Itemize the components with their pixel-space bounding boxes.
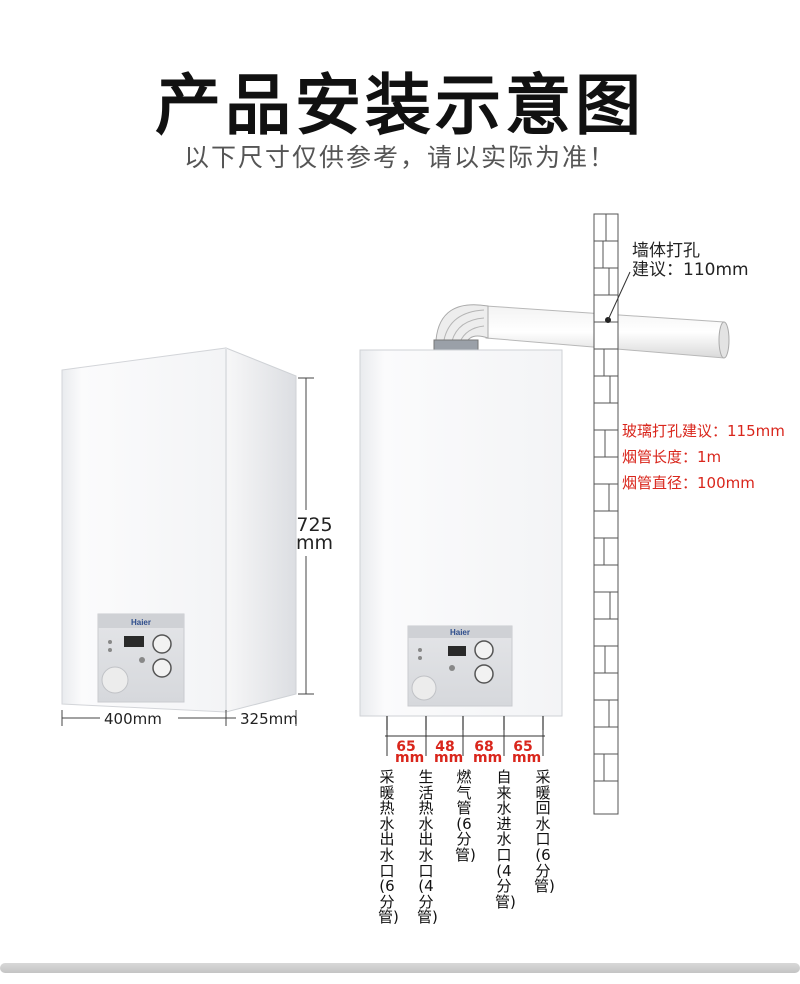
wall-hole-note-line-2: 建议：110mm: [632, 260, 749, 280]
pipe-label-heating-return: 采暖回水口(6分管): [534, 768, 555, 896]
boiler-front: Haier: [359, 349, 563, 717]
wall-hole-leader: [605, 271, 631, 323]
spacing-label: 48 mm: [434, 739, 464, 766]
spacing-unit: mm: [434, 750, 464, 766]
boiler-left: Haier: [61, 347, 297, 713]
spacing-label: 68 mm: [473, 739, 503, 766]
pipe-label-heating-outlet: 采暖热水出水口(6分管): [378, 768, 399, 927]
spacing-label: 65 mm: [395, 739, 425, 766]
spacing-value: 68: [474, 739, 494, 755]
spacing-label: 65 mm: [512, 739, 542, 766]
height-unit: mm: [296, 532, 334, 554]
height-value: 725: [296, 514, 333, 536]
spacing-value: 65: [396, 739, 416, 755]
flue-length-note: 烟管长度：1m: [622, 448, 722, 466]
depth-dimension: 325mm: [240, 710, 298, 728]
spacing-unit: mm: [512, 750, 542, 766]
spacing-value: 48: [435, 739, 455, 755]
spacing-dimension-line: [385, 730, 545, 756]
bottom-divider: [0, 963, 800, 973]
glass-hole-note: 玻璃打孔建议：115mm: [622, 422, 785, 440]
width-dimension: 400mm: [104, 710, 162, 728]
pipe-label-hot-water-outlet: 生活热水出水口(4分管): [417, 768, 438, 927]
spacing-unit: mm: [395, 750, 425, 766]
wall-hole-note: 墙体打孔 建议：110mm: [632, 242, 749, 280]
svg-text:Haier: Haier: [450, 628, 470, 637]
wall-hole-note-line-1: 墙体打孔: [632, 241, 700, 261]
pipe-stubs: [386, 716, 544, 730]
height-dimension-line: [298, 377, 314, 695]
page-subtitle: 以下尺寸仅供参考，请以实际为准！: [183, 143, 616, 172]
spacing-unit: mm: [473, 750, 503, 766]
spacing-value: 65: [513, 739, 533, 755]
width-depth-dimension-line: [61, 710, 297, 726]
svg-text:Haier: Haier: [131, 618, 151, 627]
flue-diameter-note: 烟管直径：100mm: [622, 474, 755, 492]
pipe-label-water-inlet: 自来水进水口(4分管): [495, 768, 516, 911]
pipe-label-gas: 燃气管(6分管): [455, 768, 476, 864]
brick-wall: [593, 213, 619, 815]
height-dimension: 725 mm: [296, 514, 334, 554]
page-title: 产品安装示意图: [155, 67, 645, 144]
